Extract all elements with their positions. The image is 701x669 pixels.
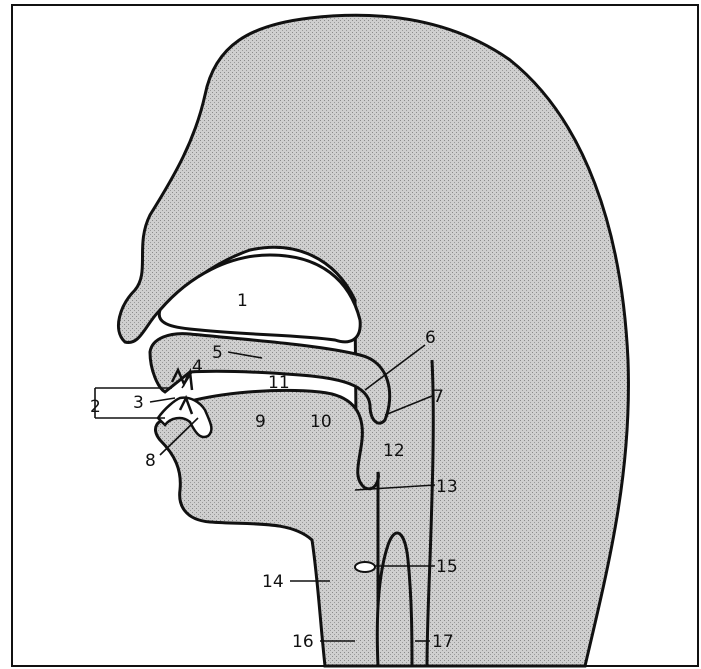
label-7: 7 bbox=[433, 387, 444, 407]
label-12: 12 bbox=[383, 441, 405, 461]
tongue-lower-jaw bbox=[155, 390, 378, 666]
label-15: 15 bbox=[436, 557, 458, 577]
label-13: 13 bbox=[436, 477, 458, 497]
label-17: 17 bbox=[432, 632, 454, 652]
leader-3 bbox=[150, 398, 175, 402]
label-1: 1 bbox=[237, 291, 248, 311]
label-2: 2 bbox=[90, 397, 101, 417]
vocal-folds bbox=[355, 562, 375, 572]
label-6: 6 bbox=[425, 328, 436, 348]
label-4: 4 bbox=[192, 357, 203, 377]
label-3: 3 bbox=[133, 393, 144, 413]
label-5: 5 bbox=[212, 343, 223, 363]
label-8: 8 bbox=[145, 451, 156, 471]
label-16: 16 bbox=[292, 632, 314, 652]
label-14: 14 bbox=[262, 572, 284, 592]
label-10: 10 bbox=[310, 412, 332, 432]
label-9: 9 bbox=[255, 412, 266, 432]
label-11: 11 bbox=[268, 373, 290, 393]
